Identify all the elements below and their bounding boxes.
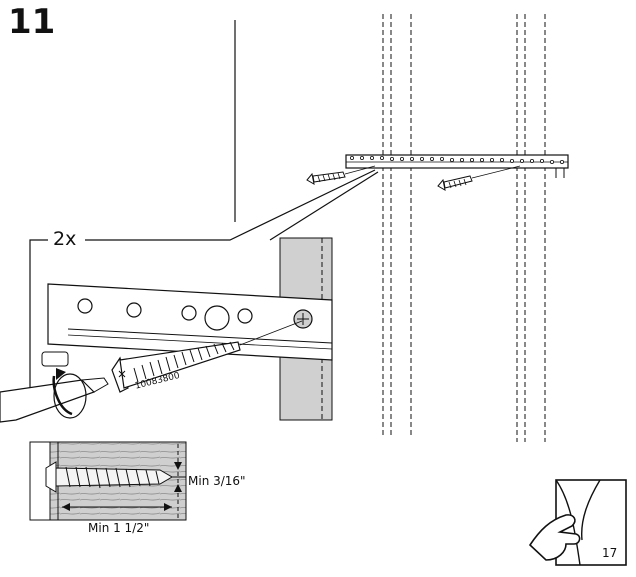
step-number: 11 [8, 2, 56, 42]
screw-depth-diagram [29, 441, 187, 521]
small-screw-left [306, 165, 376, 185]
wall-studs [382, 14, 546, 442]
wall-rail [345, 154, 569, 178]
quantity-label: 2x [53, 228, 77, 250]
min-length-label: Min 1 1/2" [88, 521, 150, 535]
detail-rail [47, 283, 333, 361]
screwdriver [0, 373, 109, 423]
screw-10083800 [111, 341, 241, 393]
clockwise-rotation-icon [41, 351, 73, 416]
turn-page-hand-icon [528, 479, 627, 566]
zoom-callout-icon [29, 169, 379, 415]
small-screw-right [437, 165, 521, 191]
page-number: 17 [602, 546, 618, 560]
min-depth-label: Min 3/16" [188, 474, 246, 488]
